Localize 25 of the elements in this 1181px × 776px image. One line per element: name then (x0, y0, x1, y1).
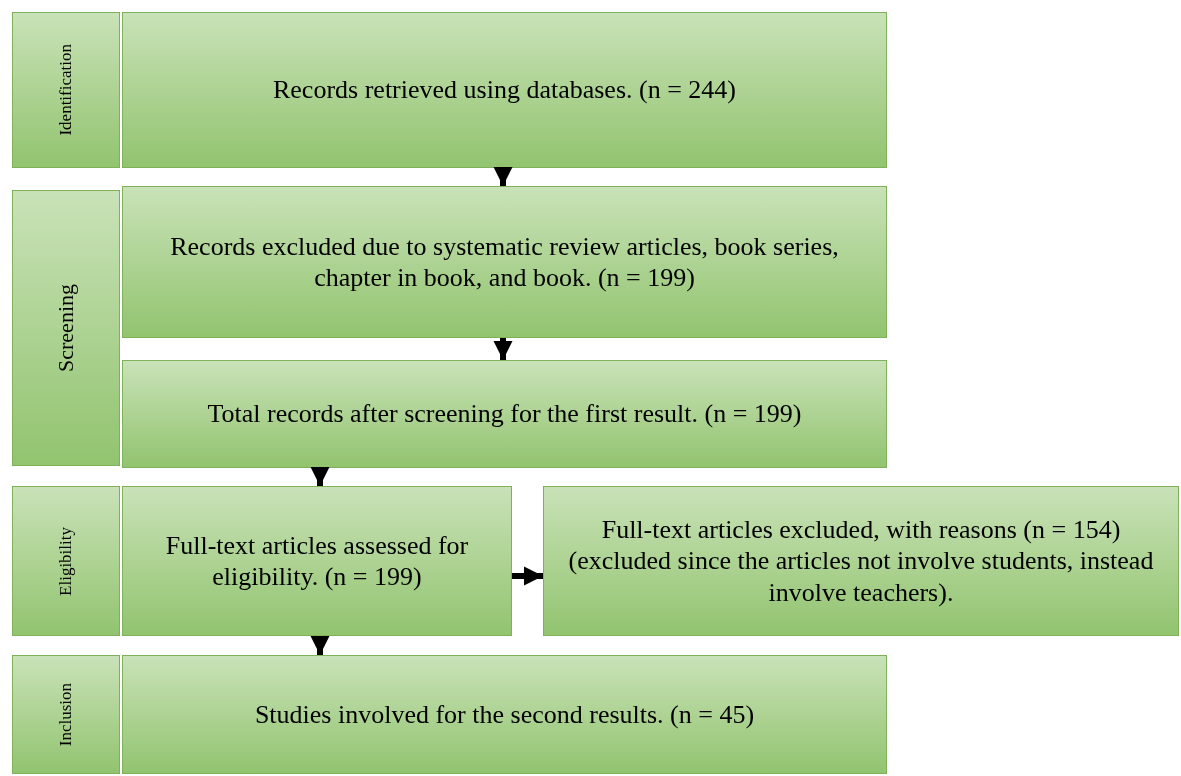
stage-box (12, 486, 120, 636)
process-box (122, 12, 887, 168)
process-box (122, 186, 887, 338)
process-box (122, 655, 887, 774)
process-box (543, 486, 1179, 636)
box-text: Records excluded due to systematic review articles, book series, chapter in book, and book. (n = 199) (169, 230, 840, 294)
stage-label: Inclusion (55, 682, 76, 747)
stage-box (12, 190, 120, 466)
arrow (512, 566, 543, 586)
process-box (122, 486, 512, 636)
arrow (493, 166, 513, 186)
stage-box (12, 655, 120, 774)
box-text: Full-text articles assessed for eligibility. (n = 199) (164, 529, 470, 593)
arrow (310, 466, 330, 486)
stage-box (12, 12, 120, 168)
box-text: Studies involved for the second results. (n = 45) (253, 698, 756, 731)
stage-label: Screening (52, 284, 79, 372)
box-text: Total records after screening for the first result. (n = 199) (206, 398, 803, 430)
stage-label: Eligibility (55, 526, 76, 596)
box-text: Full-text articles excluded, with reasons (n = 154) (excluded since the articles not involve students, instead involve teachers). (567, 514, 1155, 608)
arrow (310, 635, 330, 655)
stage-label: Identification (55, 44, 76, 136)
arrow (493, 338, 513, 360)
process-box (122, 360, 887, 468)
box-text: Records retrieved using databases. (n = 244) (272, 74, 737, 106)
